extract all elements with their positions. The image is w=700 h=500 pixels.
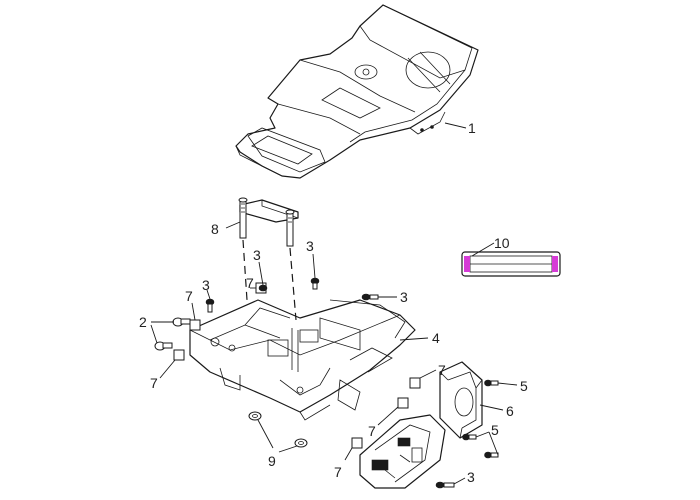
- leader-7-e: [419, 369, 437, 379]
- callout-3-a: 3: [202, 277, 210, 293]
- callout-7-e: 7: [438, 362, 446, 378]
- screw-3-e: [435, 481, 455, 489]
- clip-7-f: [351, 437, 363, 449]
- leader-9-left: [257, 419, 274, 449]
- lower-frame-part: [189, 299, 416, 421]
- screw-5-a: [484, 379, 499, 387]
- screw-5-c: [484, 451, 499, 459]
- leader-5-b: [475, 431, 499, 456]
- leader-3-a: [206, 289, 211, 300]
- callout-7-c: 7: [246, 275, 254, 291]
- callout-9: 9: [268, 453, 276, 469]
- leader-2-lower: [150, 324, 158, 344]
- screw-3-a: [205, 298, 215, 313]
- callout-1: 1: [468, 120, 476, 136]
- callout-3-e: 3: [467, 469, 475, 485]
- leader-7-a: [191, 302, 196, 321]
- control-unit-block: [359, 414, 446, 489]
- upper-cover-part: [235, 4, 479, 179]
- callout-4: 4: [432, 330, 440, 346]
- screw-3-d: [361, 293, 379, 301]
- leader-7-f: [344, 447, 353, 461]
- leader-3-e: [453, 477, 466, 485]
- leader-5-a: [497, 382, 518, 386]
- bracket-part: [238, 197, 299, 247]
- callout-5-b: 5: [491, 422, 499, 438]
- leader-6: [479, 404, 504, 411]
- callout-7-d: 7: [368, 423, 376, 439]
- callout-3-c: 3: [306, 238, 314, 254]
- leader-3-b: [258, 261, 264, 286]
- callout-3-b: 3: [253, 247, 261, 263]
- side-bracket-part: [439, 361, 483, 439]
- bolt-2-lower: [154, 341, 173, 351]
- clip-7-d: [397, 397, 409, 409]
- callout-2: 2: [139, 314, 147, 330]
- bolt-2-upper: [172, 317, 191, 327]
- hardware-items: [154, 277, 499, 489]
- leader-7-d: [377, 406, 399, 426]
- callout-6: 6: [506, 403, 514, 419]
- clip-7-b: [173, 349, 185, 361]
- leader-9-right: [278, 445, 298, 453]
- assembly-line-left: [242, 239, 248, 301]
- callout-8: 8: [211, 221, 219, 237]
- leader-3-c: [312, 253, 316, 279]
- leader-1: [444, 122, 467, 129]
- screw-5-b: [462, 433, 477, 441]
- leader-8: [225, 221, 241, 229]
- callout-10: 10: [494, 235, 510, 251]
- leader-4: [399, 337, 429, 341]
- clip-7-e: [409, 377, 421, 389]
- screw-3-b: [258, 284, 268, 292]
- screw-3-c: [310, 277, 320, 290]
- assembly-line-right: [289, 247, 297, 321]
- callout-3-d: 3: [400, 289, 408, 305]
- nut-9-left: [248, 411, 262, 421]
- callout-5-a: 5: [520, 378, 528, 394]
- callout-7-a: 7: [185, 288, 193, 304]
- callout-7-f: 7: [334, 464, 342, 480]
- callout-7-b: 7: [150, 375, 158, 391]
- leader-10: [471, 242, 495, 257]
- clip-7-a: [189, 319, 201, 331]
- leader-7-b: [159, 359, 176, 379]
- strap-part-10: [461, 251, 561, 277]
- nut-9-right: [294, 438, 308, 448]
